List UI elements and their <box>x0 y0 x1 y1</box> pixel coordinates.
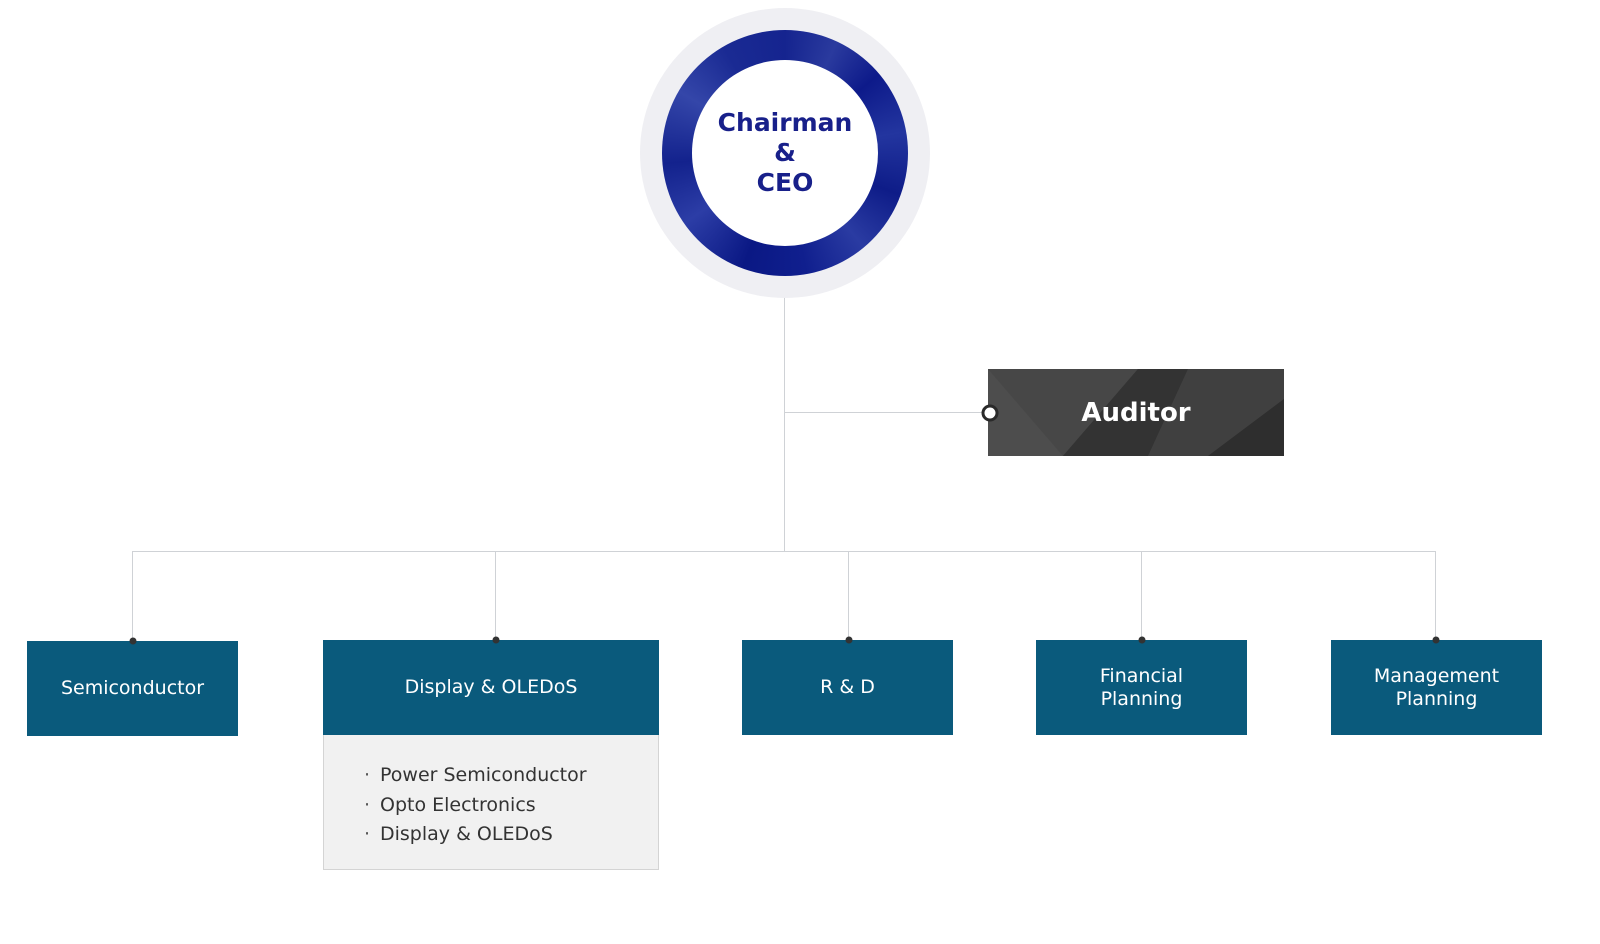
display-subunit-list: Power Semiconductor Opto Electronics Dis… <box>324 735 658 850</box>
management-connector-dot <box>1432 636 1439 644</box>
auditor-connector-dot <box>981 404 999 422</box>
rnd-drop-line <box>848 551 849 640</box>
ceo-title-line1: Chairman <box>717 108 853 137</box>
ceo-node: Chairman & CEO <box>692 60 878 246</box>
display-connector-dot <box>492 636 499 644</box>
department-management-label-line1: Management <box>1373 664 1500 687</box>
department-management-label-line2: Planning <box>1395 687 1478 710</box>
financial-connector-dot <box>1138 636 1145 644</box>
department-rnd: R & D <box>742 640 953 735</box>
semiconductor-drop-line <box>132 551 133 641</box>
department-semiconductor: Semiconductor <box>27 641 238 736</box>
auditor-label: Auditor <box>1081 397 1191 428</box>
department-display-oledos-label: Display & OLEDoS <box>404 676 578 698</box>
auditor-node: Auditor <box>988 369 1284 456</box>
display-subunit-panel: Power Semiconductor Opto Electronics Dis… <box>323 735 659 870</box>
ceo-title-line2: & <box>774 138 796 167</box>
ceo-title-line3: CEO <box>756 168 814 197</box>
subunit-item: Display & OLEDoS <box>364 820 658 850</box>
management-drop-line <box>1435 551 1436 640</box>
department-financial-label-line1: Financial <box>1099 664 1184 687</box>
ceo-trunk-line <box>784 297 785 552</box>
department-bus-line <box>132 551 1436 552</box>
subunit-item: Power Semiconductor <box>364 761 658 791</box>
department-semiconductor-label: Semiconductor <box>60 677 205 699</box>
display-drop-line <box>495 551 496 640</box>
financial-drop-line <box>1141 551 1142 640</box>
rnd-connector-dot <box>845 636 852 644</box>
department-financial-planning: Financial Planning <box>1036 640 1247 735</box>
department-display-oledos: Display & OLEDoS <box>323 640 659 735</box>
department-financial-label-line2: Planning <box>1100 687 1183 710</box>
auditor-branch-line <box>784 412 988 413</box>
auditor-pattern-graphic <box>988 369 1284 456</box>
subunit-item: Opto Electronics <box>364 791 658 821</box>
department-rnd-label: R & D <box>820 676 875 698</box>
department-management-planning: Management Planning <box>1331 640 1542 735</box>
semiconductor-connector-dot <box>129 637 136 645</box>
